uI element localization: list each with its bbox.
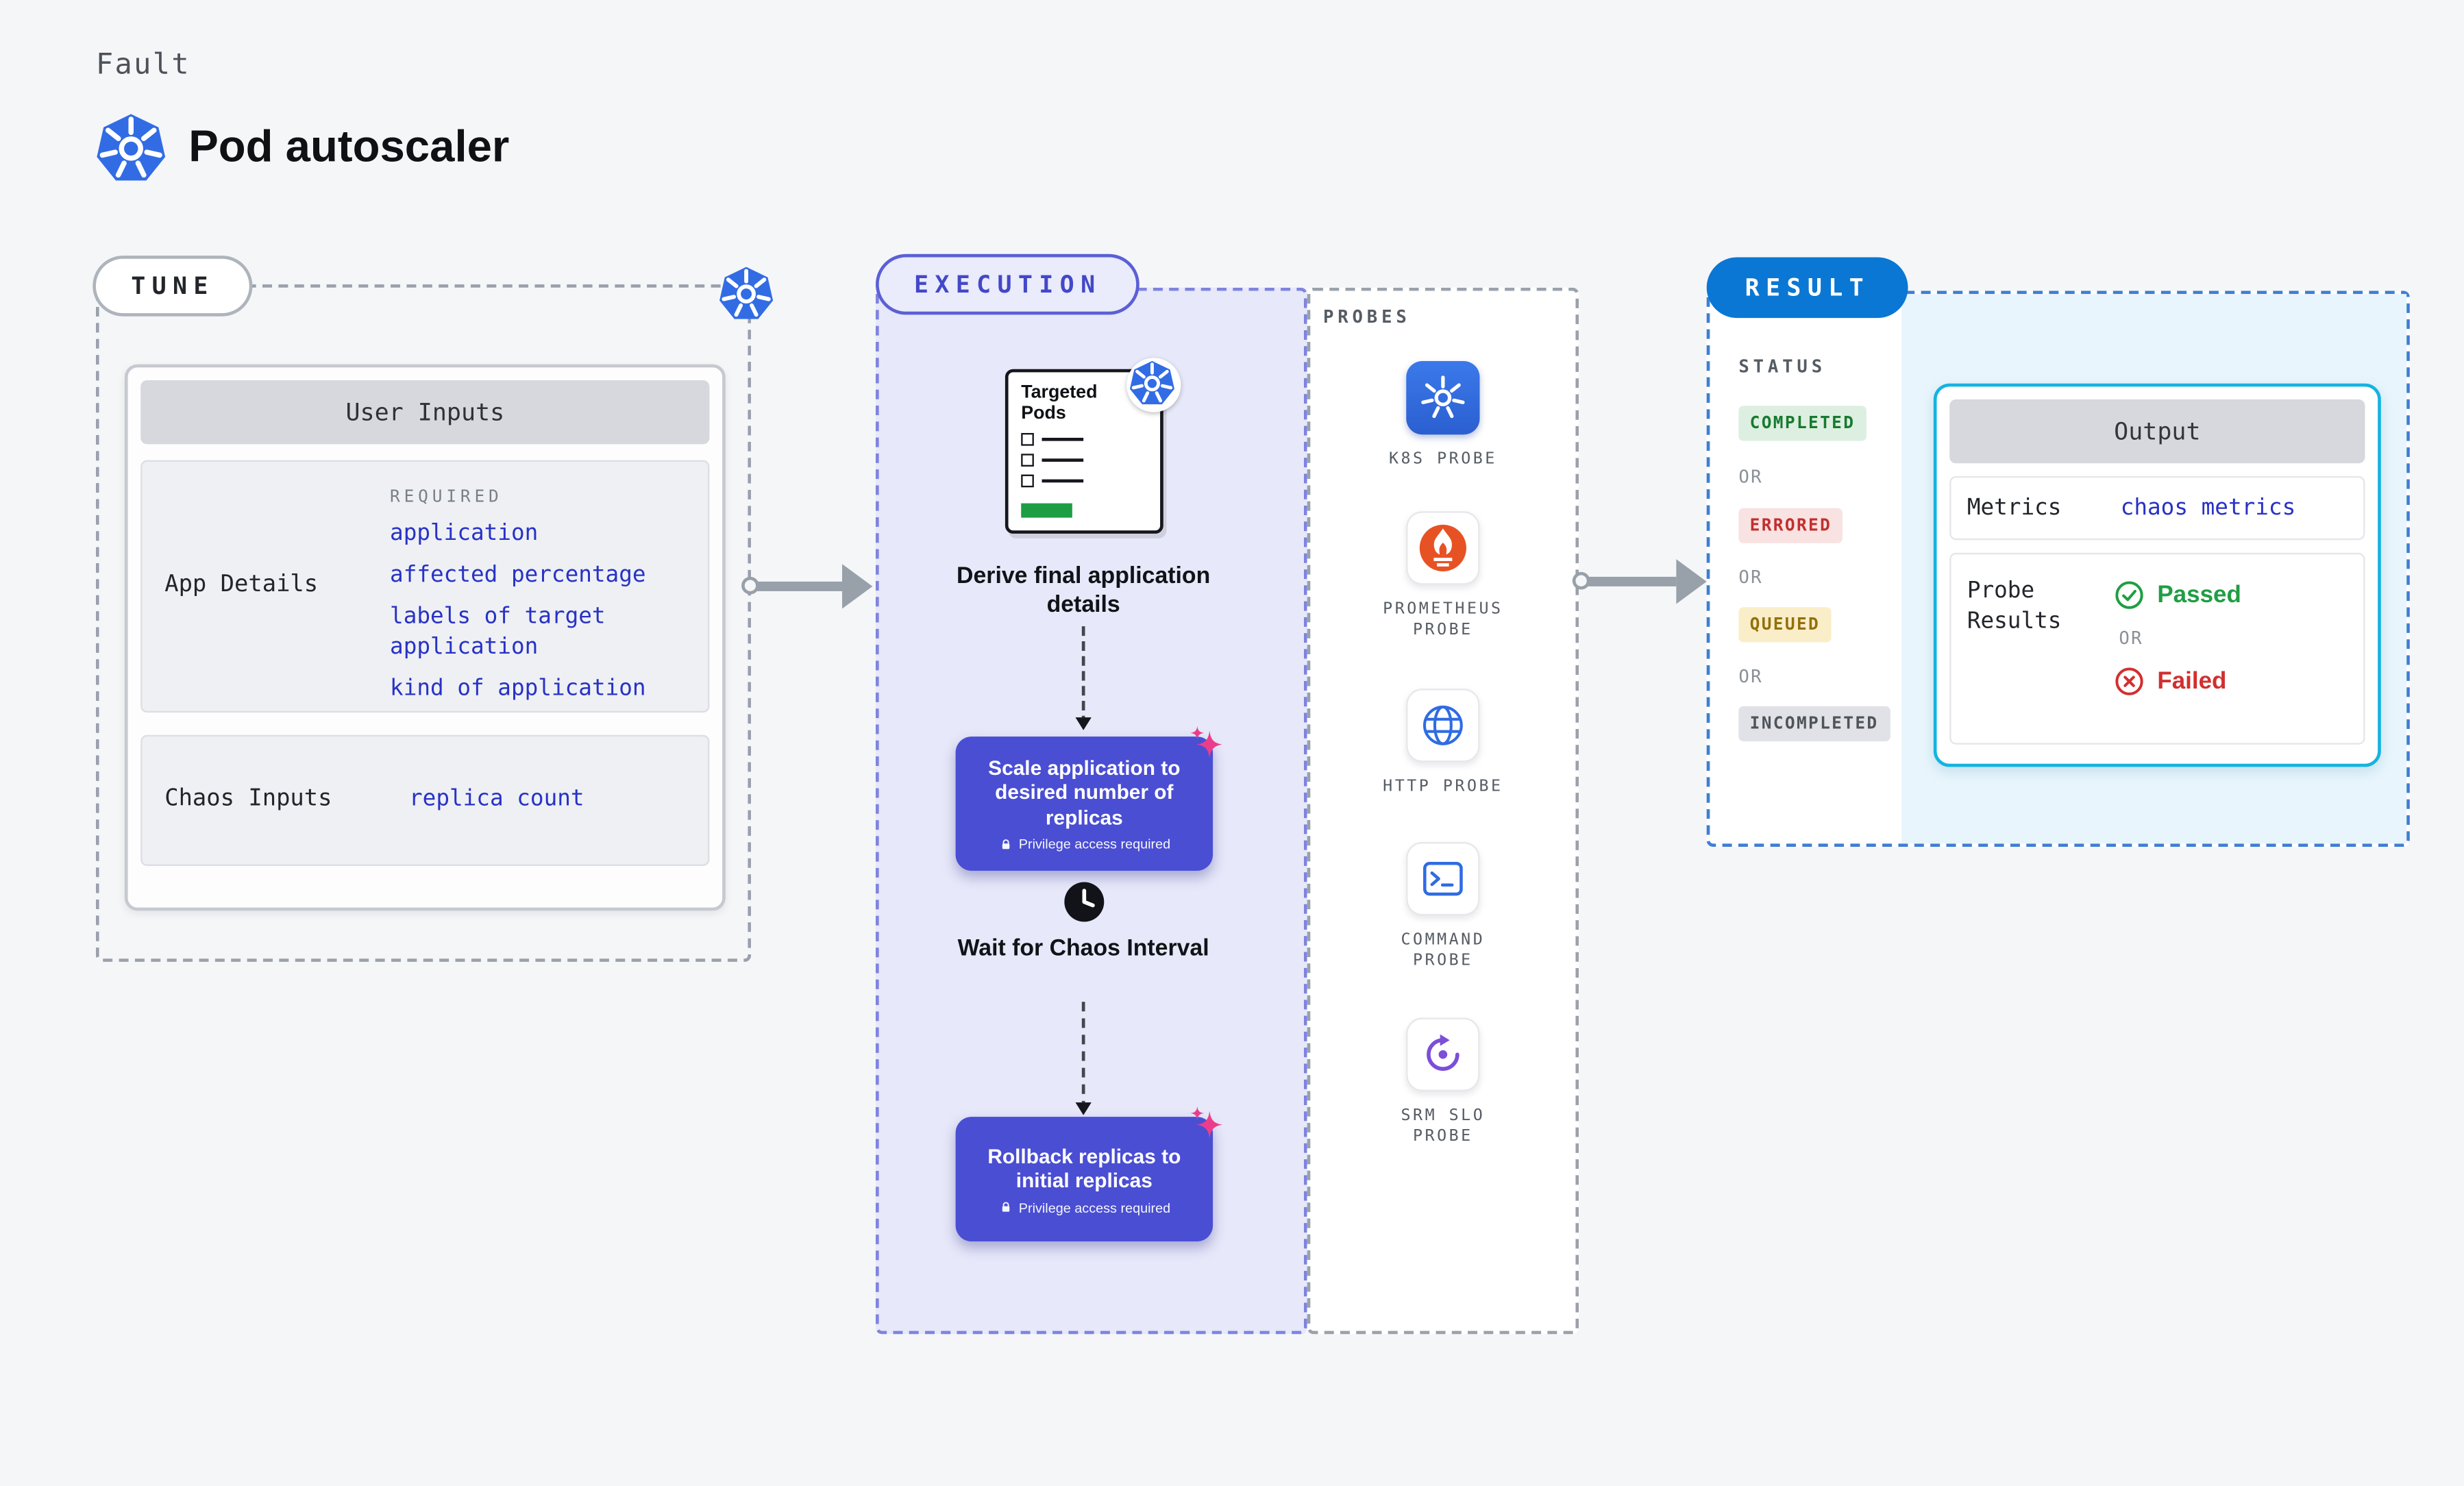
chaos-inputs-label: Chaos Inputs xyxy=(164,786,332,812)
or-label: OR xyxy=(2119,628,2143,649)
probe-results-row: Probe Results Passed OR Failed xyxy=(1949,552,2365,745)
flow-connector xyxy=(1075,1002,1092,1115)
status-badge-incompleted: INCOMPLETED xyxy=(1738,706,1890,742)
status-label: STATUS xyxy=(1738,356,1827,377)
arrow-line xyxy=(1586,576,1677,586)
kubernetes-icon xyxy=(95,112,168,185)
progress-bar xyxy=(1021,503,1072,518)
rollback-step-label: Rollback replicas to initial replicas xyxy=(987,1143,1181,1192)
app-detail-value: labels of target application xyxy=(390,604,606,660)
fault-type-label: Fault xyxy=(95,47,190,82)
wait-step-label: Wait for Chaos Interval xyxy=(957,936,1209,962)
metrics-row: Metrics chaos metrics xyxy=(1949,475,2365,541)
app-details-label: App Details xyxy=(164,571,319,598)
app-detail-value: affected percentage xyxy=(390,562,646,589)
output-title: Output xyxy=(1949,399,2365,464)
srm-slo-probe-icon xyxy=(1406,1017,1480,1091)
pod-list-item xyxy=(1021,432,1147,446)
scale-step-box: Scale application to desired number of r… xyxy=(955,736,1213,871)
required-label: REQUIRED xyxy=(390,487,503,507)
failed-result: Failed xyxy=(2114,666,2241,696)
probes-label: PROBES xyxy=(1322,306,1411,328)
metrics-label: Metrics xyxy=(1967,495,2062,521)
prometheus-probe-icon xyxy=(1406,511,1480,585)
lock-icon xyxy=(1000,1202,1010,1213)
check-circle-icon xyxy=(2115,581,2143,609)
or-label: OR xyxy=(1738,466,1763,488)
flow-arrow xyxy=(741,564,873,609)
probe-label: K8S PROBE xyxy=(1388,450,1497,469)
connector-arrowhead xyxy=(1075,1102,1092,1115)
status-badge-queued: QUEUED xyxy=(1738,607,1832,643)
connector-arrowhead xyxy=(1075,717,1092,730)
http-probe-icon xyxy=(1406,689,1480,763)
ai-sparkle-icon xyxy=(1187,723,1226,762)
user-inputs-card: User Inputs App Details REQUIRED applica… xyxy=(124,364,726,911)
metrics-value: chaos metrics xyxy=(2120,495,2296,521)
passed-label: Passed xyxy=(2157,581,2241,609)
output-card: Output Metrics chaos metrics Probe Resul… xyxy=(1933,383,2381,767)
status-badge-completed: COMPLETED xyxy=(1738,406,1867,441)
tune-pill: TUNE xyxy=(93,256,253,317)
kubernetes-icon xyxy=(1126,358,1181,412)
app-details-values: application affected percentage labels o… xyxy=(390,519,665,716)
x-circle-icon xyxy=(2115,667,2143,695)
ai-sparkle-icon xyxy=(1187,1104,1226,1142)
scale-step-label: Scale application to desired number of r… xyxy=(988,755,1181,829)
probe-label: HTTP PROBE xyxy=(1383,778,1503,796)
kubernetes-icon xyxy=(717,265,775,323)
derive-step-label: Derive final application details xyxy=(957,564,1211,619)
kubernetes-probe-icon xyxy=(1406,361,1480,435)
failed-label: Failed xyxy=(2157,667,2227,695)
rollback-step-box: Rollback replicas to initial replicas Pr… xyxy=(955,1117,1213,1242)
execution-pill: EXECUTION xyxy=(875,253,1140,315)
flow-connector xyxy=(1075,626,1092,730)
page-title: Pod autoscaler xyxy=(188,121,510,171)
app-detail-value: application xyxy=(390,521,539,547)
privilege-note: Privilege access required xyxy=(998,836,1170,852)
user-inputs-title: User Inputs xyxy=(140,380,710,445)
pod-list-item xyxy=(1021,474,1147,488)
command-probe-icon xyxy=(1406,842,1480,916)
app-detail-value: kind of application xyxy=(390,676,646,702)
flow-arrow xyxy=(1572,559,1707,604)
arrow-line xyxy=(756,581,846,591)
app-details-block: App Details REQUIRED application affecte… xyxy=(140,460,710,716)
probe-label: PROMETHEUS PROBE xyxy=(1383,600,1503,639)
privilege-note-text: Privilege access required xyxy=(1018,1199,1171,1215)
clock-icon xyxy=(1063,880,1106,924)
tune-section xyxy=(95,284,752,962)
probe-results-values: Passed OR Failed xyxy=(2114,580,2241,697)
probes-section xyxy=(1307,287,1579,1335)
passed-result: Passed xyxy=(2114,580,2241,610)
or-label: OR xyxy=(1738,567,1763,589)
status-badge-errored: ERRORED xyxy=(1738,508,1843,543)
or-label: OR xyxy=(1738,666,1763,687)
arrow-head xyxy=(1676,559,1707,604)
chaos-inputs-block: Chaos Inputs replica count xyxy=(140,734,710,866)
probe-label: SRM SLO PROBE xyxy=(1401,1107,1486,1146)
privilege-note-text: Privilege access required xyxy=(1018,836,1171,852)
targeted-pods-title: Targeted Pods xyxy=(1021,383,1098,424)
probe-results-label: Probe Results xyxy=(1967,578,2062,634)
lock-icon xyxy=(1000,839,1010,850)
chaos-inputs-value: replica count xyxy=(409,786,584,812)
pod-list-item xyxy=(1021,454,1147,467)
privilege-note: Privilege access required xyxy=(998,1199,1170,1215)
result-pill: RESULT xyxy=(1706,257,1908,319)
arrow-head xyxy=(842,564,873,609)
probe-label: COMMAND PROBE xyxy=(1401,931,1486,970)
